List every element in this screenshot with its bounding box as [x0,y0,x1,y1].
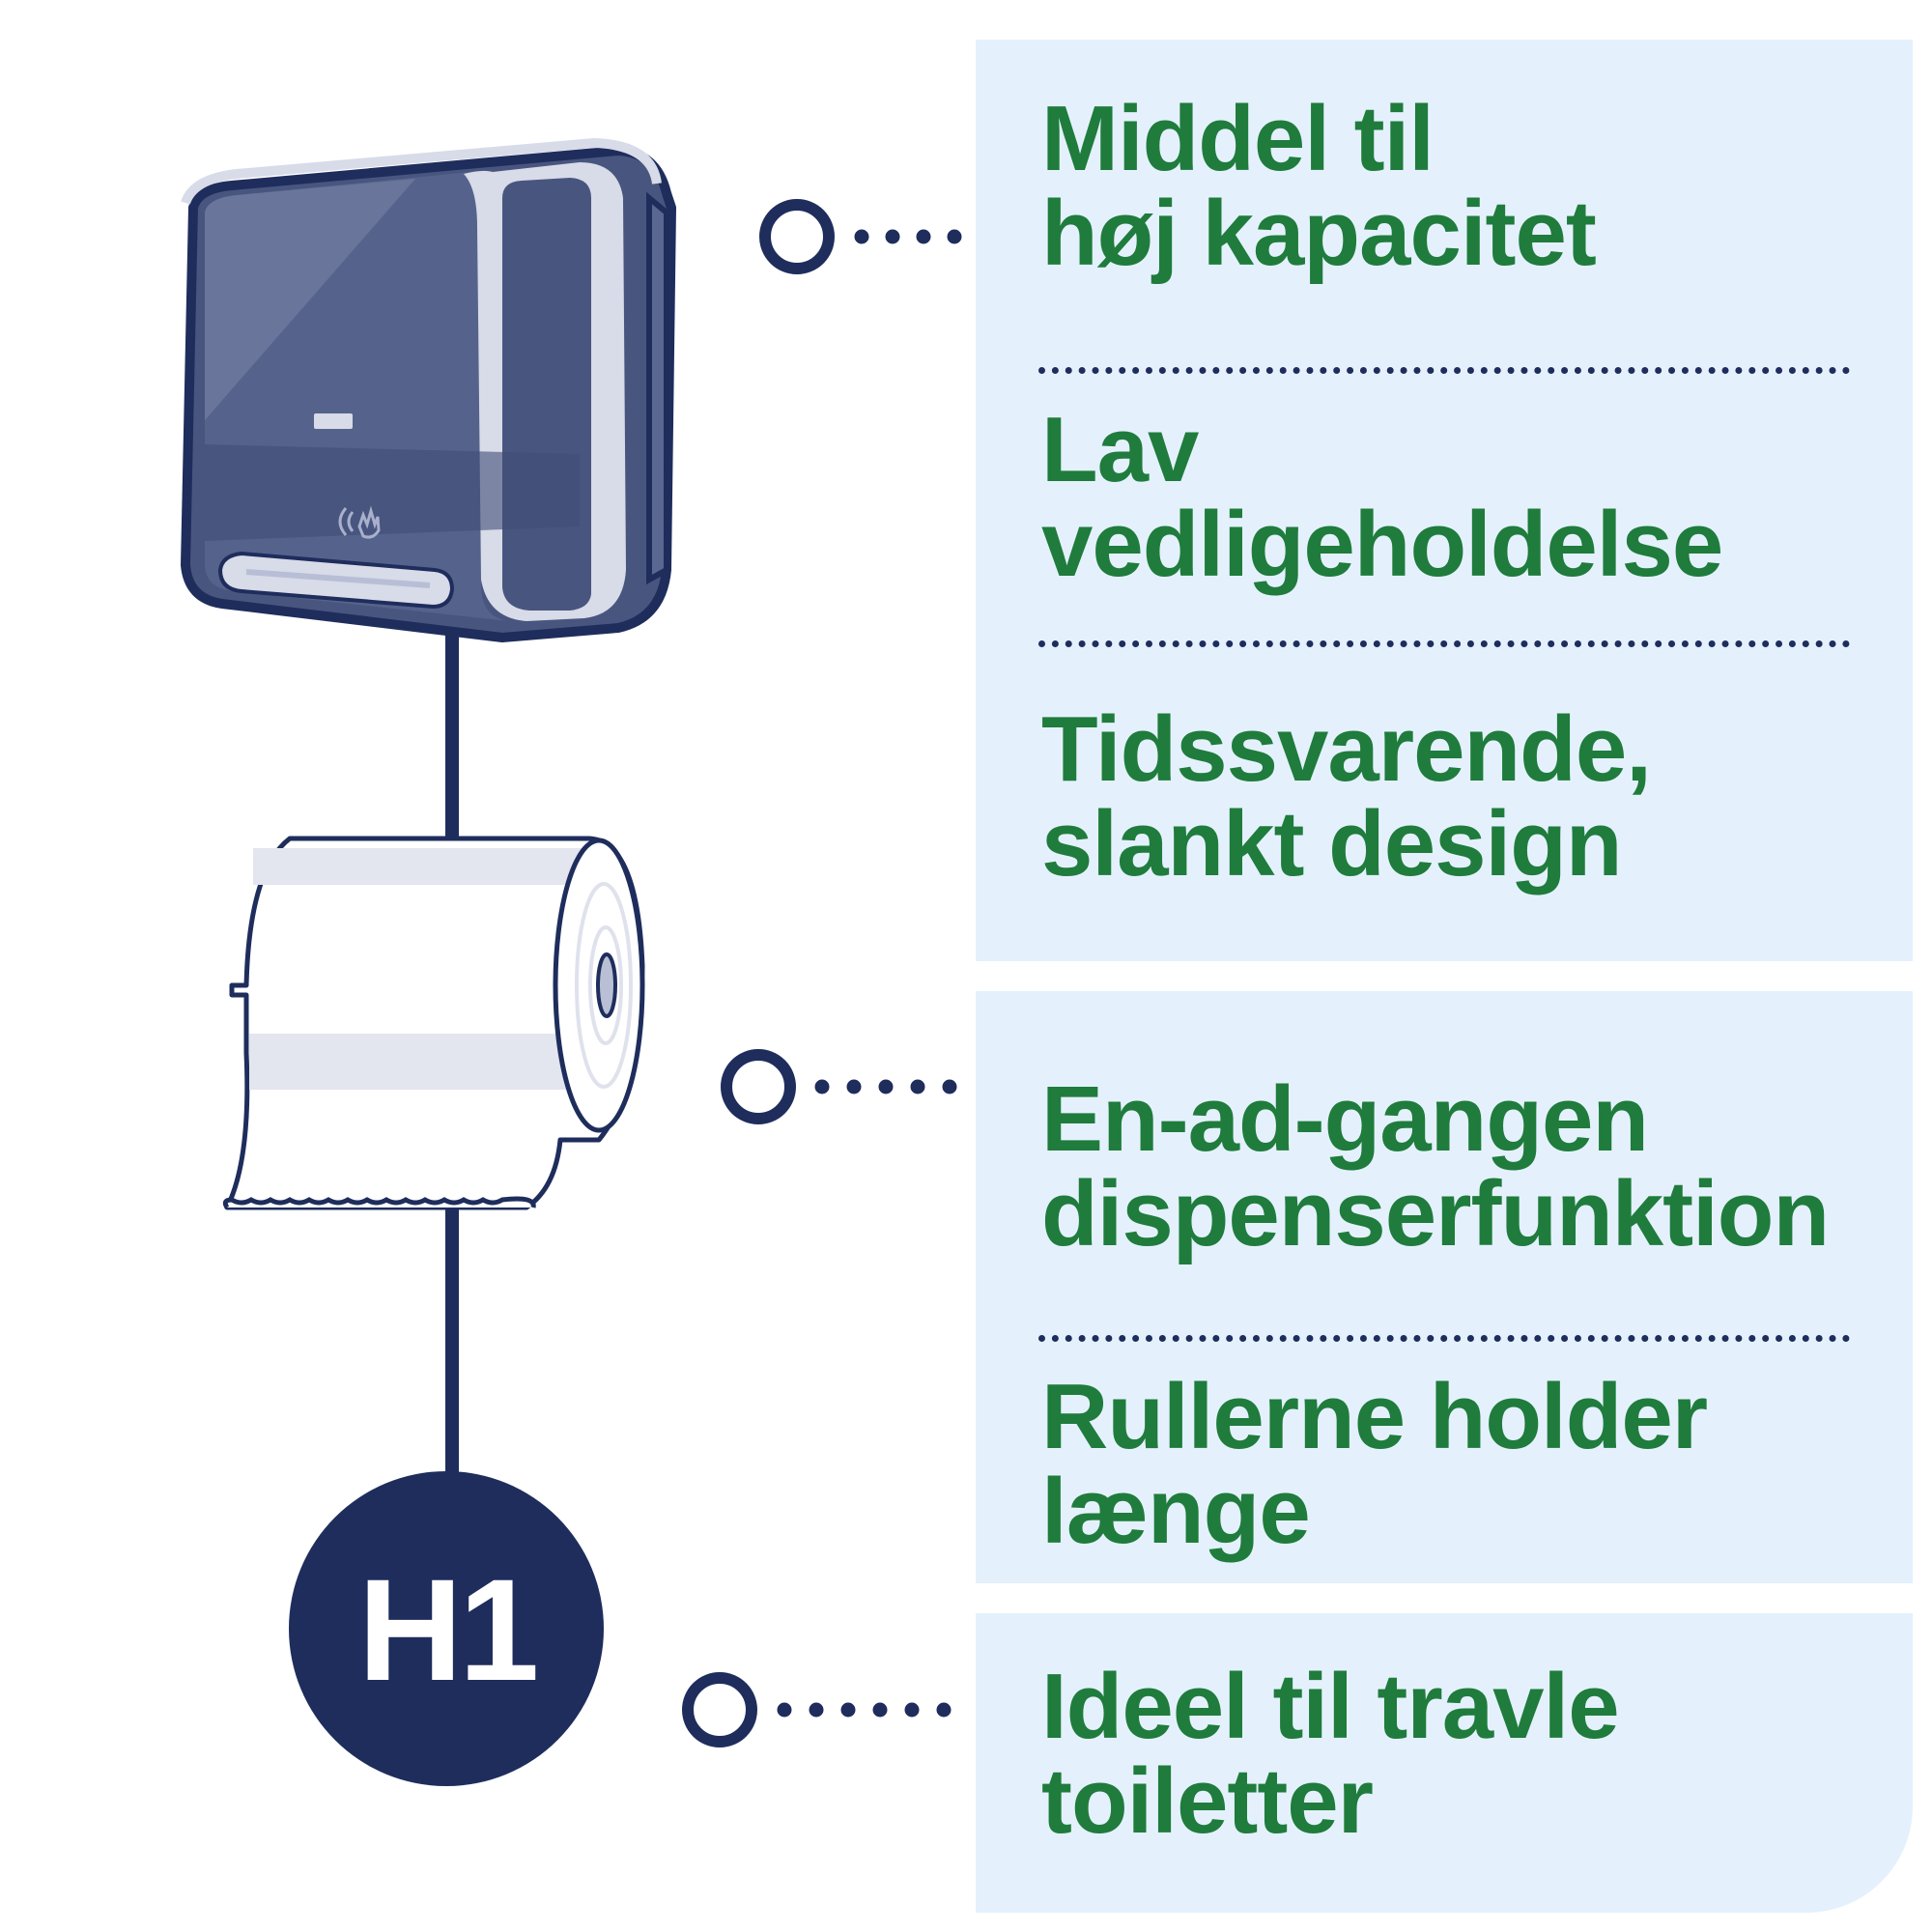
paper-roll-icon [222,836,645,1210]
feature-divider [1038,1335,1850,1342]
h1-badge-label: H1 [357,1548,540,1711]
h1-badge-circle [289,1471,604,1786]
tork-logo [314,413,353,429]
touchless-hand-icon [338,505,381,539]
connector-marker-3 [682,1672,952,1747]
feature-divider [1038,640,1850,647]
feature-long-lasting-rolls: Rullerne holder længe [1041,1365,1708,1563]
connector-marker-2 [721,1049,957,1124]
connector-marker-1 [759,199,962,274]
feature-busy-restrooms: Ideel til travle toiletter [1041,1655,1620,1853]
feature-panel-usage [976,1613,1913,1913]
feature-modern-design: Tidssvarende, slankt design [1041,697,1652,895]
dispenser-icon [181,137,676,642]
feature-high-capacity: Middel til høj kapacitet [1041,87,1597,285]
feature-panel-dispenser [976,40,1913,961]
feature-panel-roll [976,991,1913,1583]
feature-divider [1038,367,1850,374]
feature-low-maintenance: Lav vedligeholdelse [1041,398,1723,596]
feature-one-at-a-time: En-ad-gangen dispenserfunktion [1041,1067,1830,1265]
